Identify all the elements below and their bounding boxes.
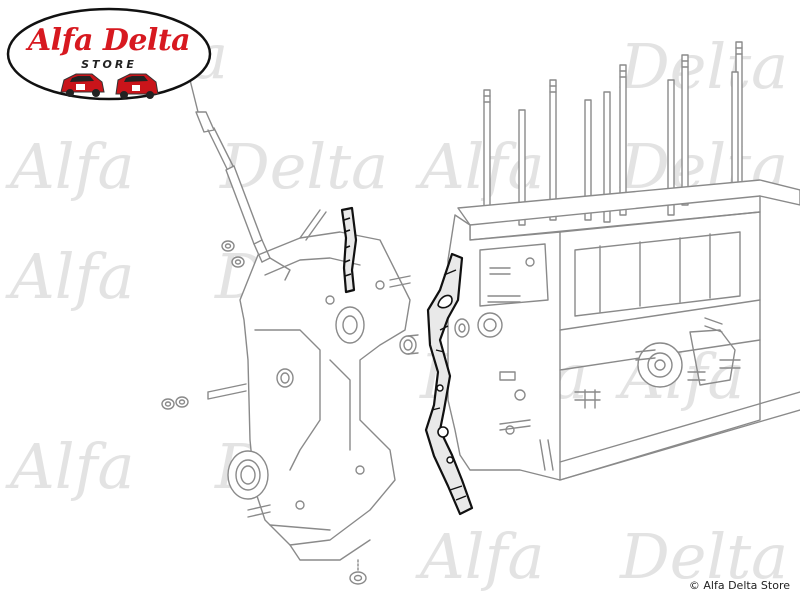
race-car-icon <box>115 73 159 99</box>
flange-studs <box>635 317 741 381</box>
logo-subtitle: STORE <box>81 58 137 71</box>
main-gasket <box>424 252 474 516</box>
block-front-studs <box>487 267 601 471</box>
copyright-notice: © Alfa Delta Store <box>688 579 790 592</box>
cylinder-head-studs <box>483 41 743 226</box>
brand-logo[interactable]: Alfa Delta STORE <box>6 6 212 108</box>
logo-title: Alfa Delta <box>27 23 191 58</box>
upper-gasket-left-edge <box>343 217 352 277</box>
logo-ellipse <box>6 7 212 101</box>
engine-block <box>447 41 800 481</box>
upper-gasket-left <box>340 206 358 294</box>
crankshaft-seal <box>227 450 269 500</box>
loose-hardware <box>161 209 411 585</box>
timing-cover-gaskets <box>340 206 474 516</box>
cover-bushing <box>399 318 470 355</box>
timing-cover <box>227 231 470 561</box>
race-car-icon <box>60 73 105 97</box>
dipstick-assembly <box>189 79 291 281</box>
